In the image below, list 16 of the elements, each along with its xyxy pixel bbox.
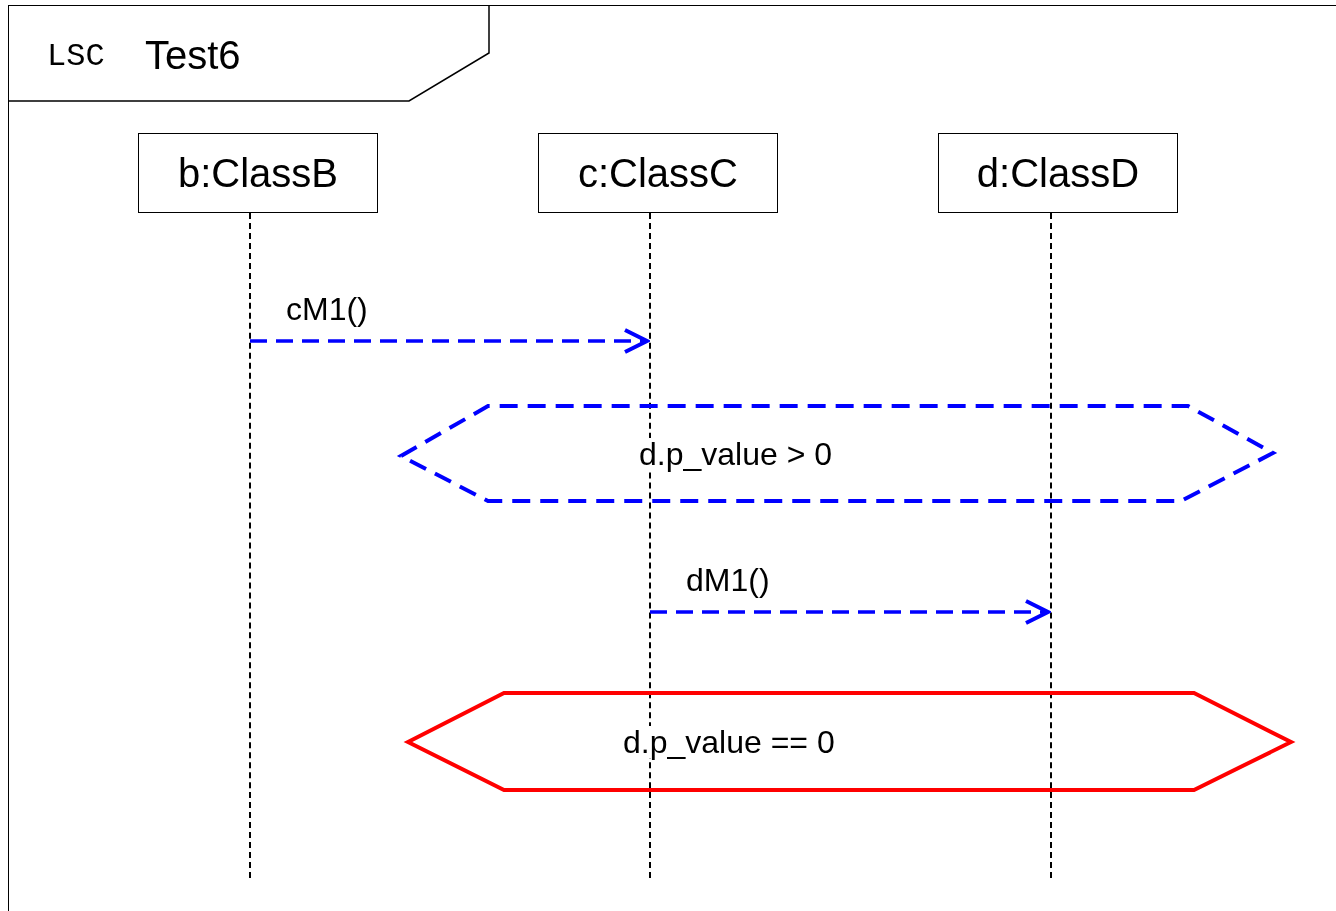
- message-label: dM1(): [686, 564, 770, 596]
- lifeline: [1050, 213, 1052, 878]
- condition-text: d.p_value == 0: [621, 726, 837, 758]
- frame: [8, 5, 1336, 911]
- frame-title: Test6: [145, 35, 241, 75]
- message-arrow: [250, 328, 649, 354]
- object-box: [538, 133, 778, 213]
- object-box: [138, 133, 378, 213]
- message-arrow: [650, 599, 1050, 625]
- object-name: c:ClassC: [578, 150, 738, 196]
- object-box: [938, 133, 1178, 213]
- message-label: cM1(): [286, 293, 368, 325]
- lifeline: [249, 213, 251, 878]
- object-name: b:ClassB: [177, 150, 339, 196]
- frame-title: LSC: [47, 41, 105, 73]
- object-name: d:ClassD: [976, 150, 1140, 196]
